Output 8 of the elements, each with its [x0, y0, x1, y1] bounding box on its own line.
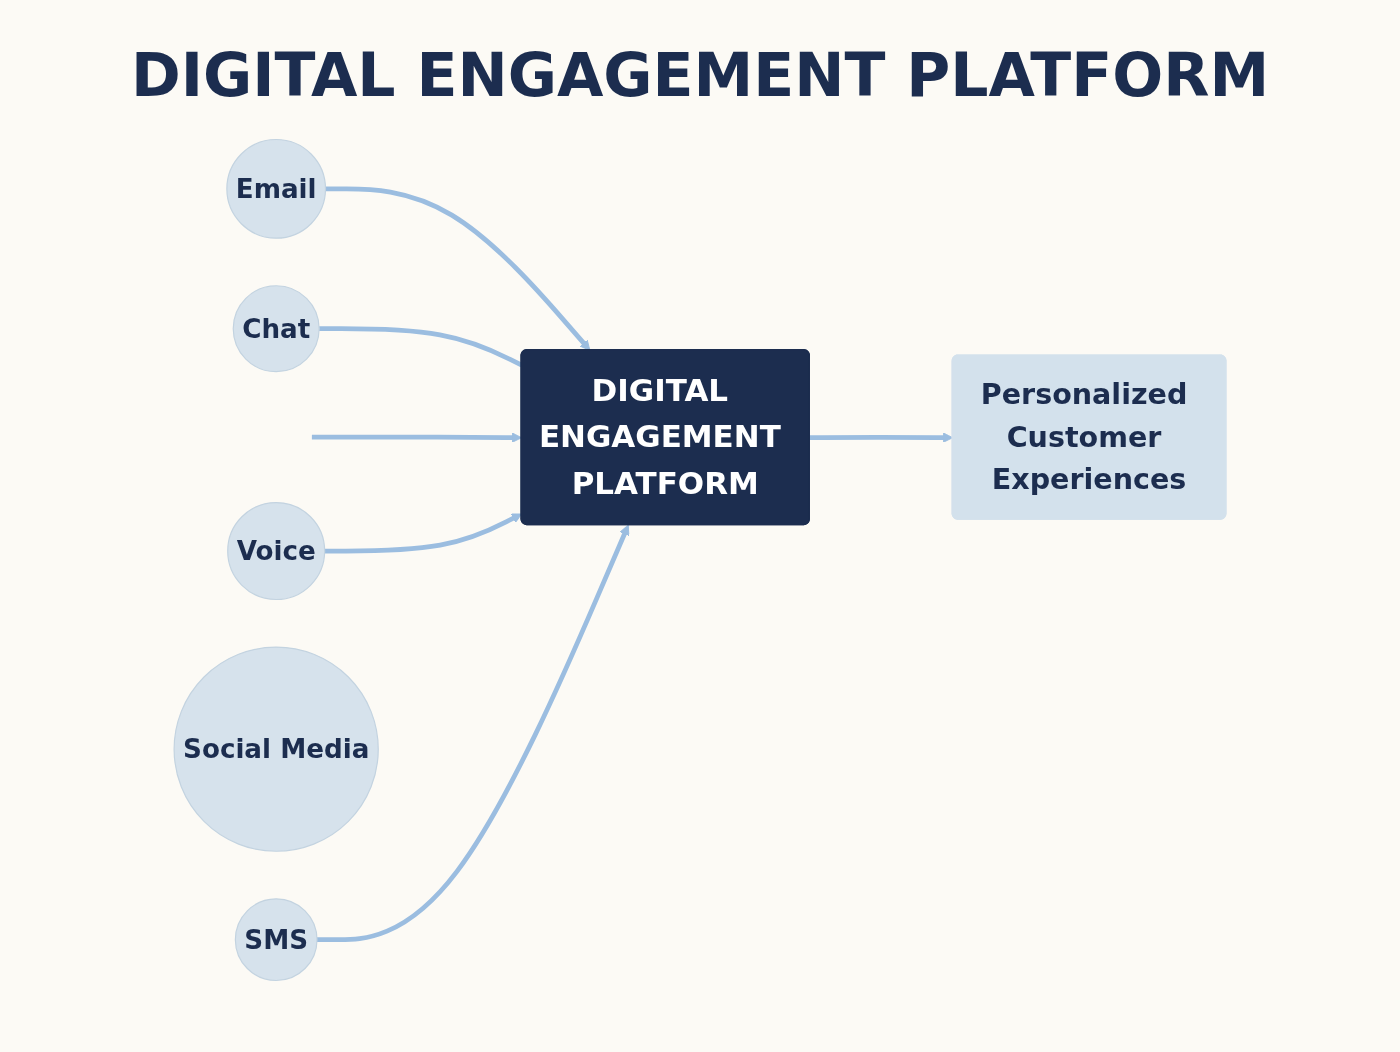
node-circle: Social Media: [173, 646, 379, 852]
arrow: [325, 186, 591, 351]
title: DIGITAL ENGAGEMENT PLATFORM: [129, 40, 1271, 110]
node-circle: Email: [226, 138, 327, 239]
node-circle: Chat: [232, 285, 320, 373]
arrow: [317, 524, 630, 943]
node-circle: SMS: [234, 898, 318, 982]
node-circle: Voice: [227, 501, 326, 601]
